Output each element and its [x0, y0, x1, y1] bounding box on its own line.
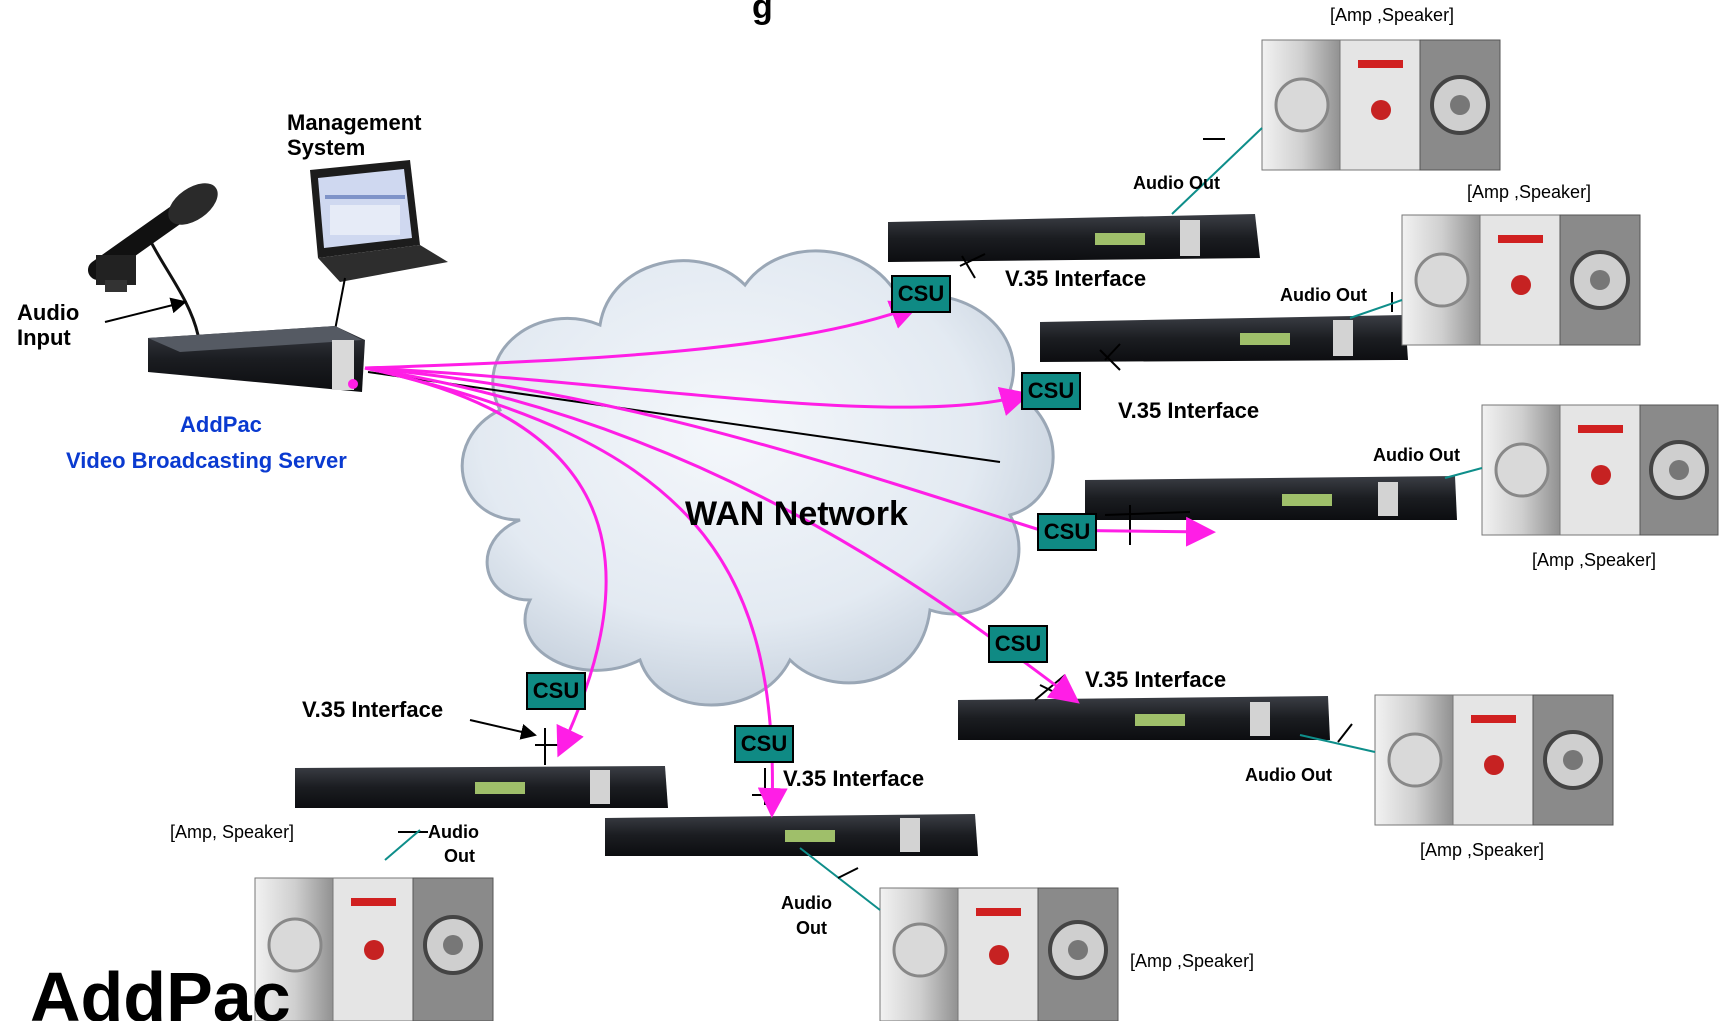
audio-out-label: Audio Out — [1373, 445, 1460, 465]
amp-speaker-label: [Amp, Speaker] — [170, 822, 295, 842]
amp-speaker-5 — [254, 877, 494, 1021]
v35-interface-label: V.35 Interface — [1005, 266, 1147, 291]
amp-speaker-label: [Amp ,Speaker] — [1130, 951, 1255, 971]
v35-interface-label: V.35 Interface — [1085, 667, 1227, 692]
amp-speaker-4 — [1374, 694, 1614, 826]
v35-interface-label: V.35 Interface — [783, 766, 925, 791]
csu-box: CSU — [988, 625, 1048, 663]
title-fragment: g — [752, 0, 773, 26]
amp-speaker-label: [Amp ,Speaker] — [1467, 182, 1592, 202]
management-system-label: Management System — [287, 110, 422, 161]
broadcasting-server-icon — [148, 326, 365, 392]
v35-interface-label: V.35 Interface — [1118, 398, 1260, 423]
csu-box: CSU — [891, 275, 951, 313]
audio-out-label: Audio Out — [1245, 765, 1332, 785]
amp-speaker-label: [Amp ,Speaker] — [1330, 5, 1455, 25]
amp-speaker-2 — [1401, 214, 1641, 346]
audio-out-label: Audio — [428, 822, 479, 842]
wan-network-label: WAN Network — [685, 495, 908, 533]
amp-speaker-3 — [1481, 404, 1719, 536]
remote-unit-3 — [1085, 476, 1457, 520]
laptop-icon — [310, 160, 448, 331]
logo-text: AddPac — [30, 958, 291, 1021]
amp-speaker-6 — [879, 887, 1119, 1021]
amp-speaker-label: [Amp ,Speaker] — [1420, 840, 1545, 860]
server-brand-label: AddPac — [180, 412, 262, 437]
remote-unit-6 — [605, 814, 978, 856]
audio-out-label: Out — [796, 918, 827, 938]
remote-unit-1 — [888, 214, 1260, 262]
v35-interface-label: V.35 Interface — [302, 697, 444, 722]
remote-unit-4 — [958, 696, 1330, 740]
csu-box: CSU — [1021, 372, 1081, 410]
microphone-icon — [88, 183, 218, 336]
audio-out-ticks — [837, 723, 1353, 879]
wan-cloud — [460, 249, 1055, 707]
audio-out-label: Audio Out — [1280, 285, 1367, 305]
amp-speaker-1 — [1261, 39, 1501, 171]
remote-unit-5 — [295, 766, 668, 808]
audio-out-lines — [384, 127, 1483, 911]
remote-unit-2 — [1040, 315, 1408, 362]
audio-out-label: Out — [444, 846, 475, 866]
audio-out-label: Audio — [781, 893, 832, 913]
csu-box: CSU — [734, 725, 794, 763]
amp-speaker-label: [Amp ,Speaker] — [1532, 550, 1657, 570]
csu-box: CSU — [1037, 513, 1097, 551]
addpac-logo: AddPac — [30, 958, 291, 1021]
server-name-label: Video Broadcasting Server — [66, 448, 347, 473]
audio-out-label: Audio Out — [1133, 173, 1220, 193]
audio-input-label: Audio Input — [17, 300, 80, 351]
csu-box: CSU — [526, 672, 586, 710]
